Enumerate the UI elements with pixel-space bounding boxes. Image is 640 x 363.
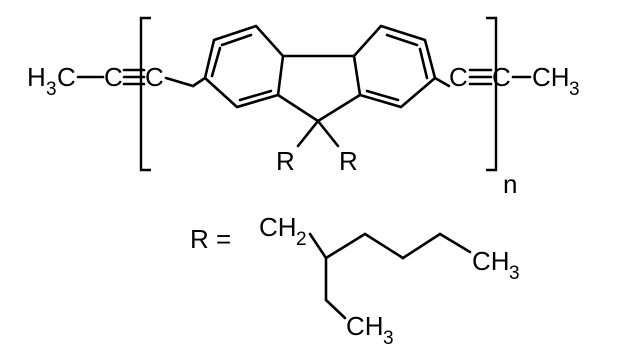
right-triple-bond — [468, 68, 493, 86]
left-methyl-subscript: 3 — [46, 79, 57, 100]
right-alkyne-carbon-2: C — [492, 62, 511, 92]
left-repeat-bracket — [139, 16, 151, 172]
bridge-substituent-r-left: R — [276, 146, 295, 176]
fluorene-left-ring — [191, 24, 285, 109]
right-methyl-ch: CH — [532, 62, 570, 92]
r-group-skeleton-bonds — [308, 232, 472, 320]
r-attach-ch2: CH 2 — [259, 212, 307, 250]
fluorene-five-ring — [276, 54, 362, 123]
r-terminal-ch-1: CH — [472, 246, 510, 276]
r-attach-ch: CH — [259, 212, 297, 242]
r-definition-label: R = — [190, 224, 231, 254]
r-attach-subscript: 2 — [296, 229, 307, 250]
left-alkyne-carbon-2: C — [145, 62, 164, 92]
right-methyl-subscript: 3 — [569, 79, 580, 100]
r-terminal-ch-2: CH — [346, 311, 384, 341]
r-terminal-methyl-1: CH 3 — [472, 246, 520, 284]
bridge-carbon-substituent-bonds — [296, 119, 340, 148]
bridge-substituent-r-right: R — [339, 146, 358, 176]
r-terminal-methyl-2: CH 3 — [346, 311, 394, 349]
fluorene-right-ring — [352, 24, 451, 109]
left-methyl-h: H — [27, 62, 46, 92]
right-methyl-group: CH 3 — [532, 62, 580, 100]
right-alkyne-carbon-1: C — [449, 62, 468, 92]
left-ring-attach-bond — [164, 76, 195, 88]
left-alkyne-carbon-1: C — [104, 62, 123, 92]
left-methyl-c: C — [57, 62, 76, 92]
left-methyl-group: H 3 C — [27, 62, 76, 100]
r-terminal-subscript-1: 3 — [509, 263, 520, 284]
repeat-subscript-n: n — [503, 169, 517, 199]
left-triple-bond — [122, 68, 146, 86]
right-repeat-bracket — [486, 16, 498, 172]
r-terminal-subscript-2: 3 — [383, 328, 394, 349]
